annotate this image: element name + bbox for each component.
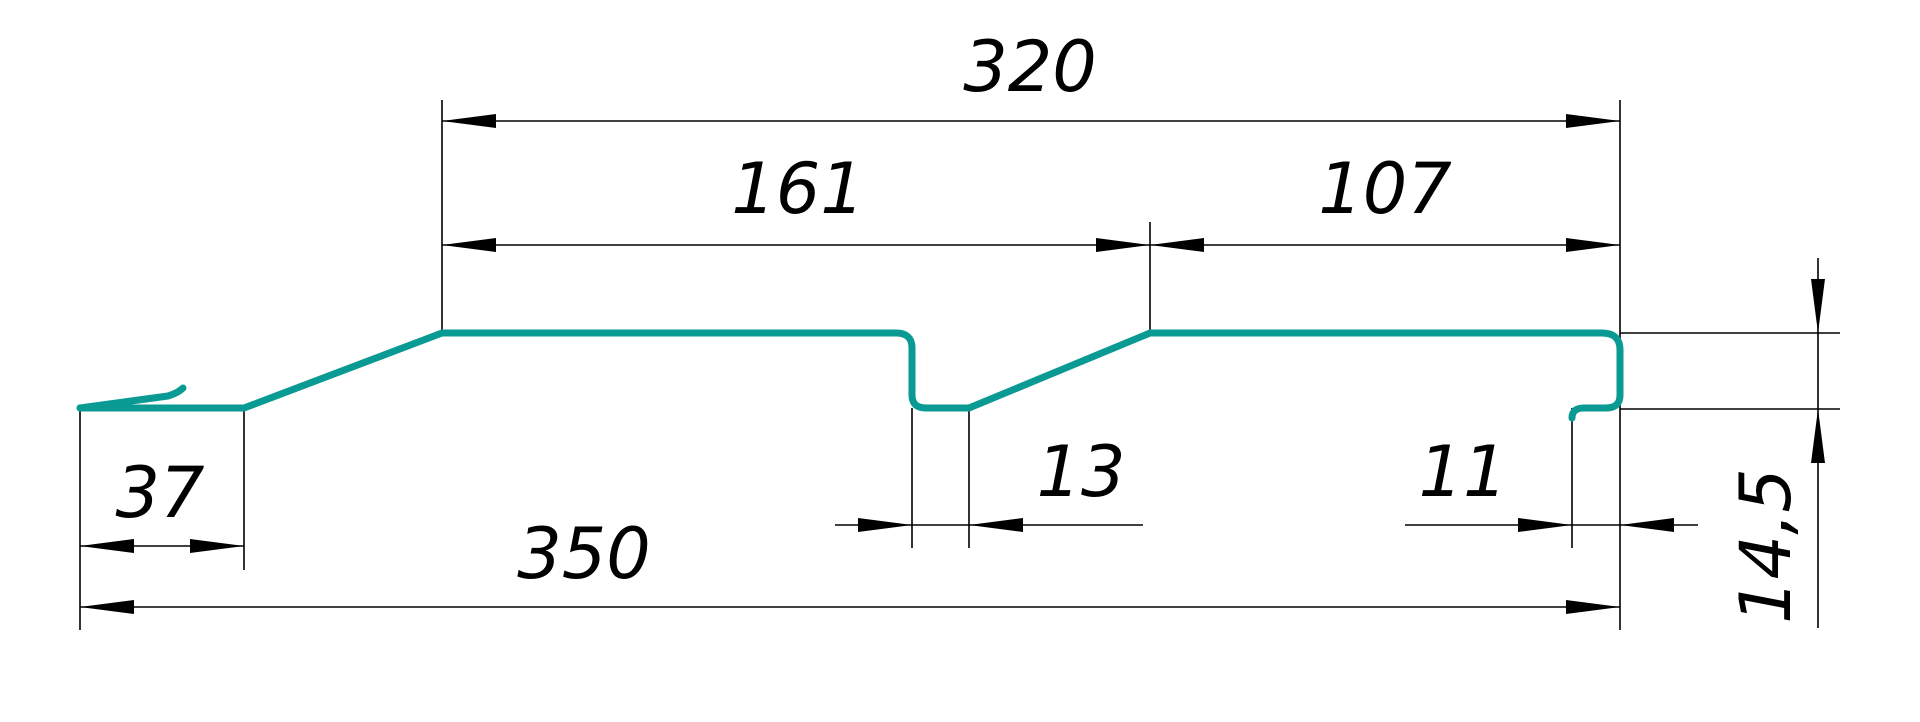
arrow-upper-left-end [1096,238,1150,252]
label-overall-width: 350 [517,513,651,595]
label-upper-right-span: 107 [1318,148,1452,230]
dimension-labels: 320 161 107 37 350 13 11 14,5 [115,26,1807,624]
arrow-overall-right [1566,600,1620,614]
profile-left-tip [76,384,187,412]
arrow-height-top [1811,279,1825,333]
arrow-left-lip-start [80,539,134,553]
arrow-hook-left [1518,518,1572,532]
arrow-height-bottom [1811,409,1825,463]
arrow-groove-right [969,518,1023,532]
label-hook-width: 11 [1418,431,1507,513]
label-left-lip: 37 [115,452,204,534]
arrow-hook-right [1620,518,1674,532]
arrow-left-lip-end [190,539,244,553]
arrow-upper-right-start [1150,238,1204,252]
label-cover-width: 320 [963,26,1097,108]
siding-profile-section [76,329,1624,422]
arrow-cover-width-left [442,114,496,128]
arrow-groove-left [858,518,912,532]
arrow-upper-right-end [1566,238,1620,252]
arrow-cover-width-right [1566,114,1620,128]
extension-lines [79,100,1840,630]
arrow-overall-left [80,600,134,614]
label-upper-left-span: 161 [731,148,865,230]
label-profile-height: 14,5 [1725,468,1807,624]
arrow-upper-left-start [442,238,496,252]
dimension-lines [80,114,1825,628]
label-groove-width: 13 [1036,431,1125,513]
